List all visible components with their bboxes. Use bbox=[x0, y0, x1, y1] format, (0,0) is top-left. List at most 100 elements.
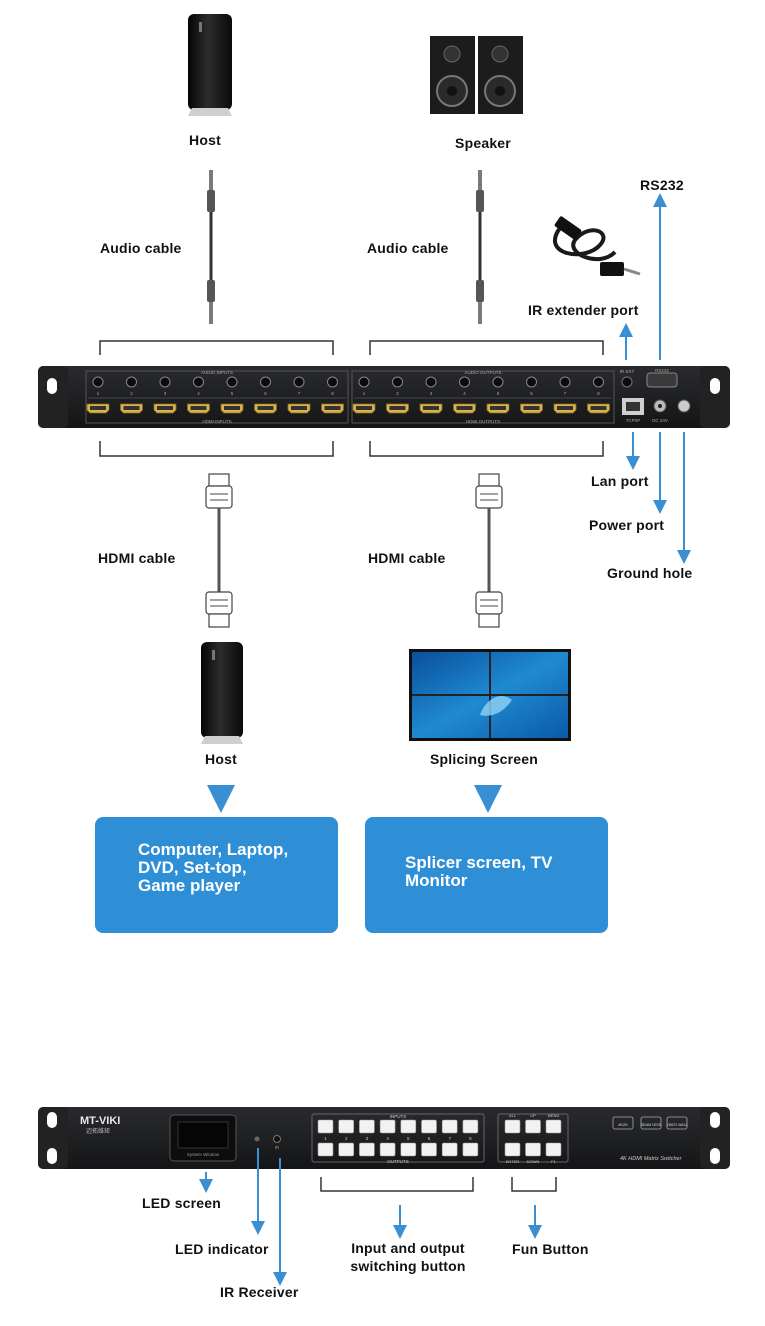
input-button bbox=[400, 1119, 417, 1134]
speaker-label: Speaker bbox=[455, 135, 511, 151]
output-button bbox=[441, 1142, 458, 1157]
audio-output-jack bbox=[358, 376, 370, 388]
hdmi-input-port-slot bbox=[90, 406, 106, 410]
function-button bbox=[504, 1119, 521, 1134]
input-button bbox=[359, 1119, 375, 1134]
audio-output-jack-number: 8 bbox=[597, 391, 600, 396]
bracket-audio-inputs bbox=[99, 340, 334, 355]
function-button-label: DOWN bbox=[527, 1159, 540, 1164]
bracket-hdmi-inputs bbox=[99, 441, 334, 457]
button-number: 7 bbox=[448, 1136, 451, 1141]
hdmi-input-port-slot bbox=[291, 406, 307, 410]
source-devices-box: Computer, Laptop, DVD, Set-top, Game pla… bbox=[95, 817, 338, 933]
host-pc-bottom-icon bbox=[201, 642, 243, 744]
lan-port-label: Lan port bbox=[591, 473, 649, 489]
function-button-label: F1 bbox=[551, 1159, 556, 1164]
audio-input-jack bbox=[293, 376, 305, 388]
hdmi-output-port-slot bbox=[490, 406, 506, 410]
hdmi-output-port-slot bbox=[456, 406, 473, 410]
display-devices-box: Splicer screen, TV Monitor bbox=[365, 817, 608, 933]
ir-extender-label: IR extender port bbox=[528, 302, 639, 318]
audio-input-jack-number: 6 bbox=[264, 391, 267, 396]
input-button bbox=[441, 1119, 458, 1134]
input-button bbox=[379, 1119, 396, 1134]
audio-output-jack bbox=[392, 376, 403, 388]
audio-output-jack bbox=[526, 376, 537, 388]
ir-mark: IR bbox=[275, 1145, 280, 1150]
output-button bbox=[338, 1142, 355, 1157]
audio-input-jack-number: 3 bbox=[164, 391, 167, 396]
speaker-icon bbox=[430, 36, 523, 114]
fun-button-label: Fun Button bbox=[512, 1241, 589, 1257]
audio-input-jack bbox=[126, 376, 137, 388]
hdmi-output-port-slot bbox=[523, 406, 540, 410]
hdmi-inputs-tag: HDMI INPUTS bbox=[202, 419, 231, 424]
power-port-label: Power port bbox=[589, 517, 665, 533]
output-button bbox=[462, 1142, 479, 1157]
splicing-screen-label: Splicing Screen bbox=[429, 751, 539, 767]
hdmi-output-port-slot bbox=[423, 406, 439, 410]
dc-tag: DC 24V bbox=[652, 418, 668, 423]
display-devices-text: Splicer screen, TV Monitor bbox=[405, 853, 553, 890]
outputs-tag: OUTPUTS bbox=[387, 1159, 409, 1164]
audio-input-jack bbox=[193, 376, 204, 388]
hdmi-input-port-slot bbox=[190, 406, 207, 410]
hdmi-input-port-slot bbox=[157, 406, 173, 410]
tcpip-tag: TCP/IP bbox=[626, 418, 641, 423]
hdmi-cable-right-icon bbox=[475, 473, 503, 628]
hdmi-input-port-slot bbox=[324, 406, 341, 410]
audio-input-jack-number: 7 bbox=[298, 391, 301, 396]
audio-input-jack-number: 2 bbox=[130, 391, 133, 396]
ground-hole-label: Ground hole bbox=[607, 565, 693, 581]
audio-input-jack bbox=[92, 376, 104, 388]
screen-caption: System Window bbox=[187, 1152, 220, 1157]
bracket-audio-outputs bbox=[369, 340, 604, 355]
audio-output-jack-number: 2 bbox=[396, 391, 399, 396]
hdmi-cable-left-icon bbox=[205, 473, 233, 628]
input-button bbox=[421, 1119, 437, 1134]
hdmi-output-port-slot bbox=[356, 406, 372, 410]
rs232-label: RS232 bbox=[640, 177, 684, 193]
audio-input-jack bbox=[327, 376, 338, 388]
badge-4k: 4K2K bbox=[618, 1122, 628, 1127]
led-indicator-label: LED indicator bbox=[175, 1241, 269, 1257]
hdmi-input-port-slot bbox=[123, 406, 140, 410]
function-button-label: ALL bbox=[509, 1113, 517, 1118]
splicing-screen-icon bbox=[409, 649, 571, 741]
host-label: Host bbox=[189, 132, 221, 148]
audio-input-jack-number: 5 bbox=[231, 391, 234, 396]
audio-cable-left-icon bbox=[207, 170, 215, 324]
hdmi-outputs-tag: HDMI OUTPUTS bbox=[466, 419, 500, 424]
bracket-fun-buttons bbox=[511, 1177, 557, 1192]
audio-output-jack bbox=[492, 376, 504, 388]
button-number: 4 bbox=[386, 1136, 389, 1141]
function-button-label: ENTER bbox=[506, 1159, 520, 1164]
function-button-label: MENU bbox=[548, 1113, 560, 1118]
audio-input-jack-number: 8 bbox=[331, 391, 334, 396]
output-button bbox=[379, 1142, 396, 1157]
ir-extender-cable-icon bbox=[553, 216, 641, 276]
output-button bbox=[421, 1142, 437, 1157]
audio-input-jack bbox=[159, 376, 171, 388]
hdmi-output-port-slot bbox=[557, 406, 573, 410]
input-button bbox=[338, 1119, 355, 1134]
hdmi-cable-left-label: HDMI cable bbox=[98, 550, 176, 566]
button-number: 6 bbox=[428, 1136, 431, 1141]
brand-subtitle: 迈拓维矩 bbox=[86, 1127, 110, 1135]
button-number: 8 bbox=[469, 1136, 472, 1141]
host-pc-icon bbox=[188, 14, 232, 116]
audio-input-jack bbox=[260, 376, 271, 388]
audio-inputs-tag: AUDIO INPUTS bbox=[201, 370, 233, 375]
ir-receiver-label: IR Receiver bbox=[220, 1284, 299, 1300]
rs232-tag: RS232 bbox=[655, 368, 669, 373]
audio-output-jack-number: 5 bbox=[497, 391, 500, 396]
hdmi-input-port-slot bbox=[257, 406, 274, 410]
button-number: 2 bbox=[345, 1136, 348, 1141]
audio-output-jack bbox=[559, 376, 571, 388]
function-button bbox=[525, 1119, 541, 1134]
hdmi-output-port-slot bbox=[590, 406, 607, 410]
source-devices-text: Computer, Laptop, DVD, Set-top, Game pla… bbox=[138, 840, 289, 895]
function-button bbox=[545, 1119, 562, 1134]
